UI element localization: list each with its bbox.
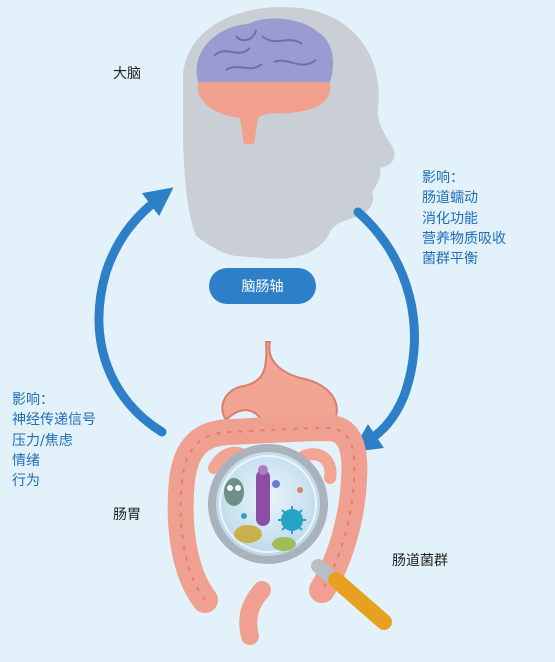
list-item: 神经传递信号 [12, 412, 96, 429]
gut-label: 肠胃 [113, 507, 141, 523]
list-item: 消化功能 [422, 210, 478, 227]
list-item: 菌群平衡 [422, 251, 478, 268]
list-item: 肠道蠕动 [422, 190, 478, 207]
list-item: 压力/焦虑 [12, 432, 73, 449]
top-down-effects-heading: 影响： [422, 170, 464, 186]
top-down-arrow [352, 207, 419, 452]
bottom-up-effects-list: 影响： 神经传递信号 压力/焦虑 情绪 行为 [12, 390, 96, 491]
bottom-up-arrow [94, 187, 174, 437]
brain-icon [196, 18, 334, 144]
list-item: 行为 [12, 473, 40, 490]
bottom-up-effects-heading: 影响： [12, 392, 54, 408]
top-down-effects-list: 影响： 肠道蠕动 消化功能 营养物质吸收 菌群平衡 [422, 168, 506, 269]
brain-label: 大脑 [113, 66, 141, 82]
list-item: 情绪 [12, 452, 40, 469]
gut-brain-axis-badge: 脑肠轴 [209, 268, 316, 304]
gut-bacteria-icon [224, 465, 306, 551]
microbiota-label: 肠道菌群 [392, 553, 448, 569]
magnifier-icon [208, 444, 392, 630]
list-item: 营养物质吸收 [422, 230, 506, 247]
